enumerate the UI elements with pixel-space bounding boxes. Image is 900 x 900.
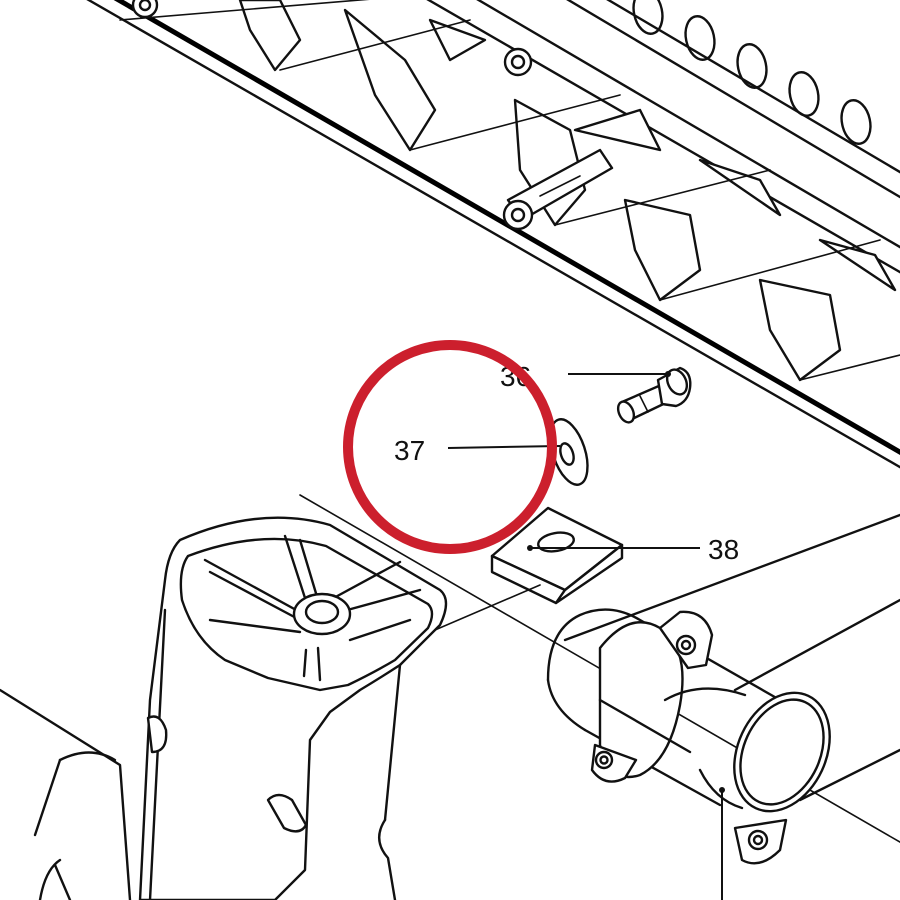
leader-lines	[447, 371, 725, 900]
callout-37: 37	[394, 435, 425, 466]
highlight-circle	[343, 340, 557, 554]
rail-slots	[632, 0, 872, 145]
shaft-bushings	[131, 0, 614, 231]
callout-38: 38	[708, 534, 739, 565]
conveyor-assembly	[86, 0, 900, 469]
leader-37	[447, 445, 561, 449]
part-37-washer	[549, 418, 589, 486]
part-36-cap-screw	[616, 366, 692, 424]
housing-bracket	[0, 516, 448, 900]
paddle-blades	[119, 0, 900, 382]
pipe-clamp	[546, 513, 900, 865]
